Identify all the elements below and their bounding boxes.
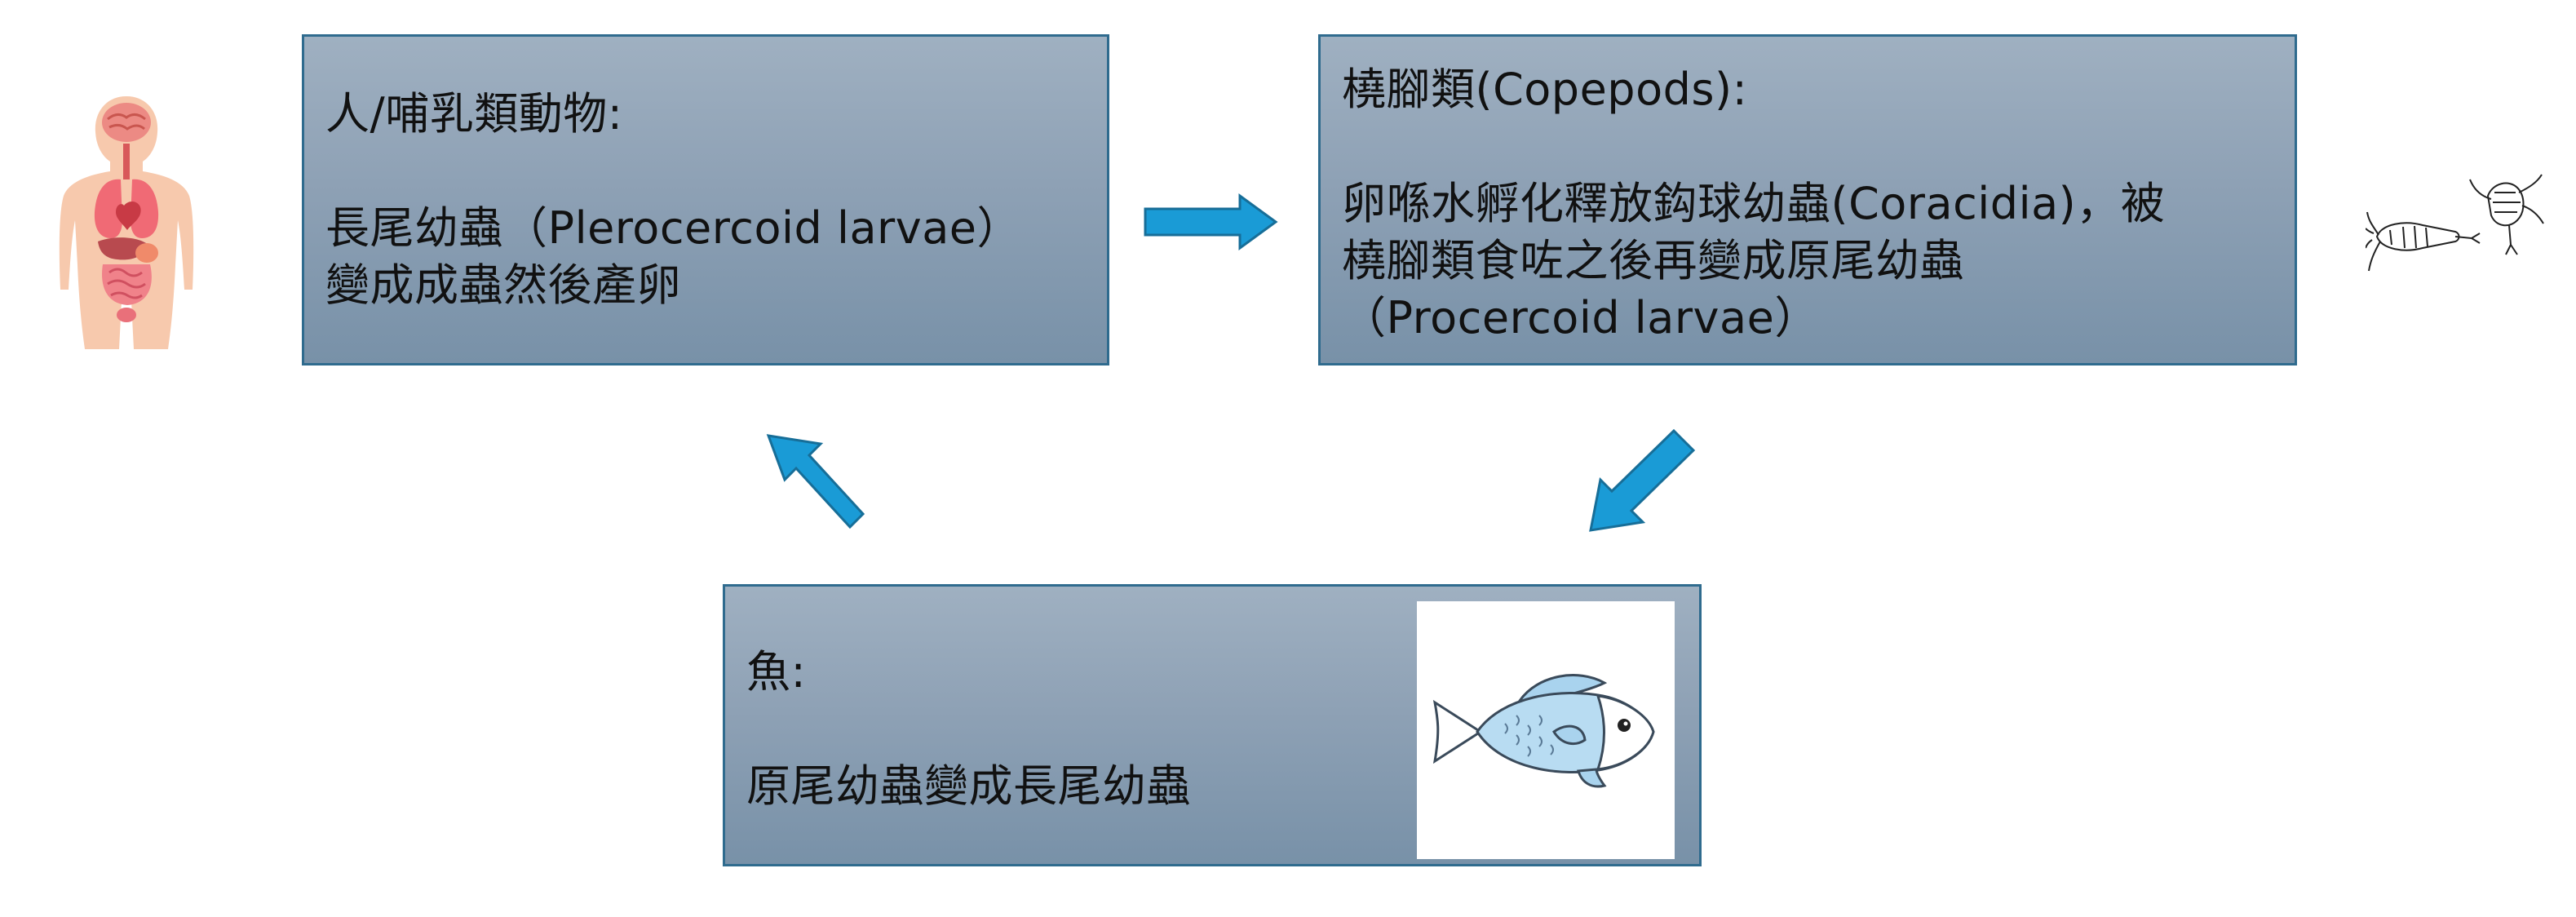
fish-image-frame [1417,601,1675,859]
fish-stage-text: 魚: 原尾幼蟲變成長尾幼蟲 [746,646,1191,812]
fish-icon [1423,650,1668,813]
copepod-icon [2366,163,2545,286]
copepod-stage-text: 橈腳類(Copepods): 卵喺水孵化釋放鈎球幼蟲(Coracidia)，被 … [1342,64,2166,343]
host-stage-text: 人/哺乳類動物: 長尾幼蟲（Plerocercoid larvae） 變成成蟲然… [325,88,1022,311]
arrow-fish-to-host [759,426,873,540]
host-stage-box: 人/哺乳類動物: 長尾幼蟲（Plerocercoid larvae） 變成成蟲然… [302,34,1109,365]
human-body-icon [49,90,204,351]
copepod-stage-box: 橈腳類(Copepods): 卵喺水孵化釋放鈎球幼蟲(Coracidia)，被 … [1318,34,2297,365]
arrow-copepod-to-fish [1582,426,1697,532]
arrow-host-to-copepod [1142,193,1281,251]
fish-stage-box: 魚: 原尾幼蟲變成長尾幼蟲 [723,584,1702,866]
